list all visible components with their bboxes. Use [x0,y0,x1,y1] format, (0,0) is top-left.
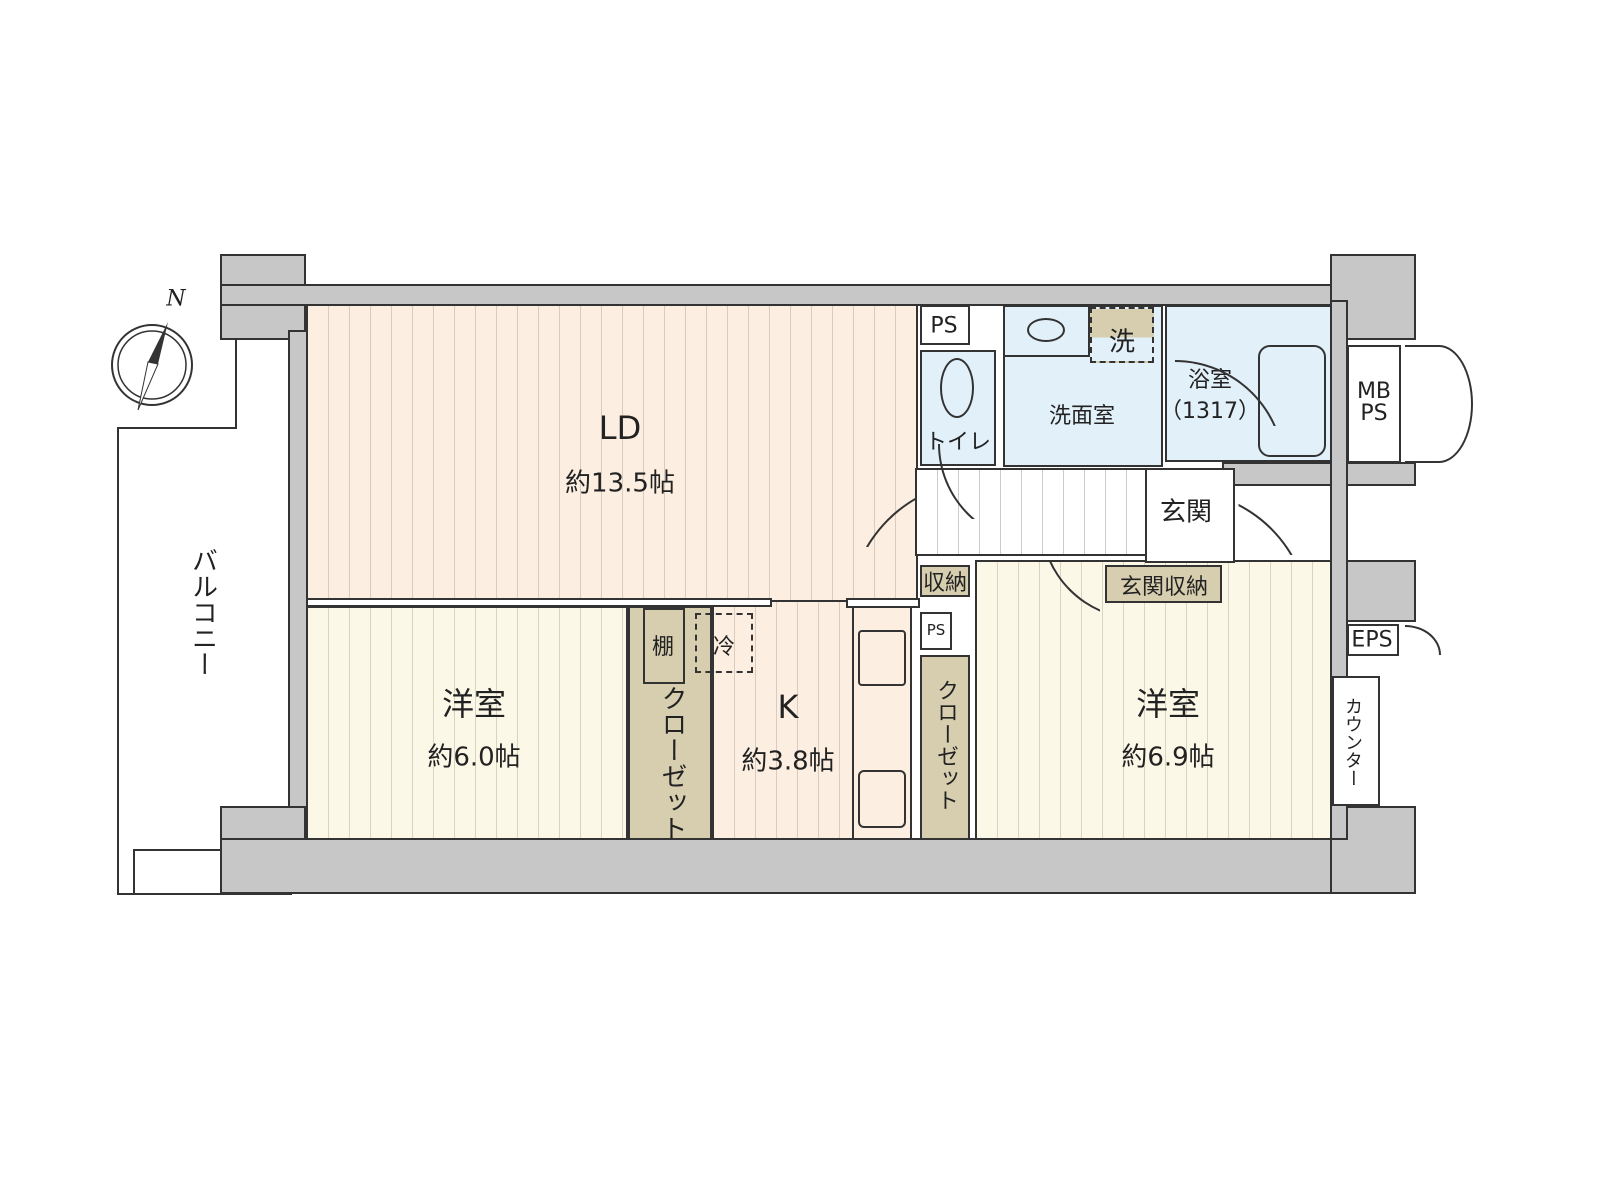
door-mbps[interactable] [1405,345,1473,463]
washer-label: 洗 [1108,327,1136,358]
closet-left-label: クローゼット [657,685,687,841]
room-kitchen [712,600,854,840]
fridge-label: 冷 [712,635,736,660]
eps [1347,624,1399,656]
fridge-space [695,613,753,673]
room-western-right [975,560,1332,840]
wall-corner-br [1330,806,1416,894]
entrance-storage[interactable] [1105,565,1222,603]
entrance [1145,468,1235,563]
ps-kitchen-label: PS [926,621,946,639]
eps-label: EPS [1351,627,1393,653]
washbasin-icon [1027,318,1065,342]
entrance-label: 玄関 [1159,497,1213,528]
balcony-label: バルコニー [187,547,218,677]
counter-label: カウンター [1342,697,1363,787]
counter [1332,676,1380,806]
storage[interactable] [920,565,970,597]
room-ld [306,304,918,602]
bathtub-icon [1258,345,1326,457]
ps-top [920,305,970,345]
stove-icon [858,630,906,686]
shelf-label: 棚 [651,635,675,660]
shelf [643,608,685,684]
western-left-size: 約6.0帖 [427,742,521,773]
ps-kitchen [920,612,952,650]
wall-bottom [220,838,1416,894]
kitchen-size: 約3.8帖 [741,746,835,777]
mbps [1347,345,1401,463]
wall-entrance-top [1222,462,1416,486]
sink-icon [858,770,906,828]
entrance-storage-label: 玄関収納 [1119,575,1209,600]
ld-size: 約13.5帖 [565,468,675,499]
closet-right[interactable] [920,655,970,840]
kitchen-counter [852,606,912,840]
western-left-name: 洋室 [441,685,507,723]
compass-icon [111,322,193,411]
western-right-size: 約6.9帖 [1121,742,1215,773]
western-right-name: 洋室 [1135,685,1201,723]
closet-right-label: クローゼット [933,679,958,811]
washroom-label: 洗面室 [1048,404,1116,429]
room-western-left [306,606,628,840]
kitchen-name: K [777,688,799,726]
ps-top-label: PS [930,313,958,339]
wall-top [220,284,1416,306]
ld-name: LD [598,409,642,447]
storage-label: 収納 [922,571,968,596]
washer-space [1090,307,1154,363]
toilet-icon [940,358,974,418]
mbps-label: MB PS [1356,379,1392,426]
compass-north-label: N [166,286,186,312]
